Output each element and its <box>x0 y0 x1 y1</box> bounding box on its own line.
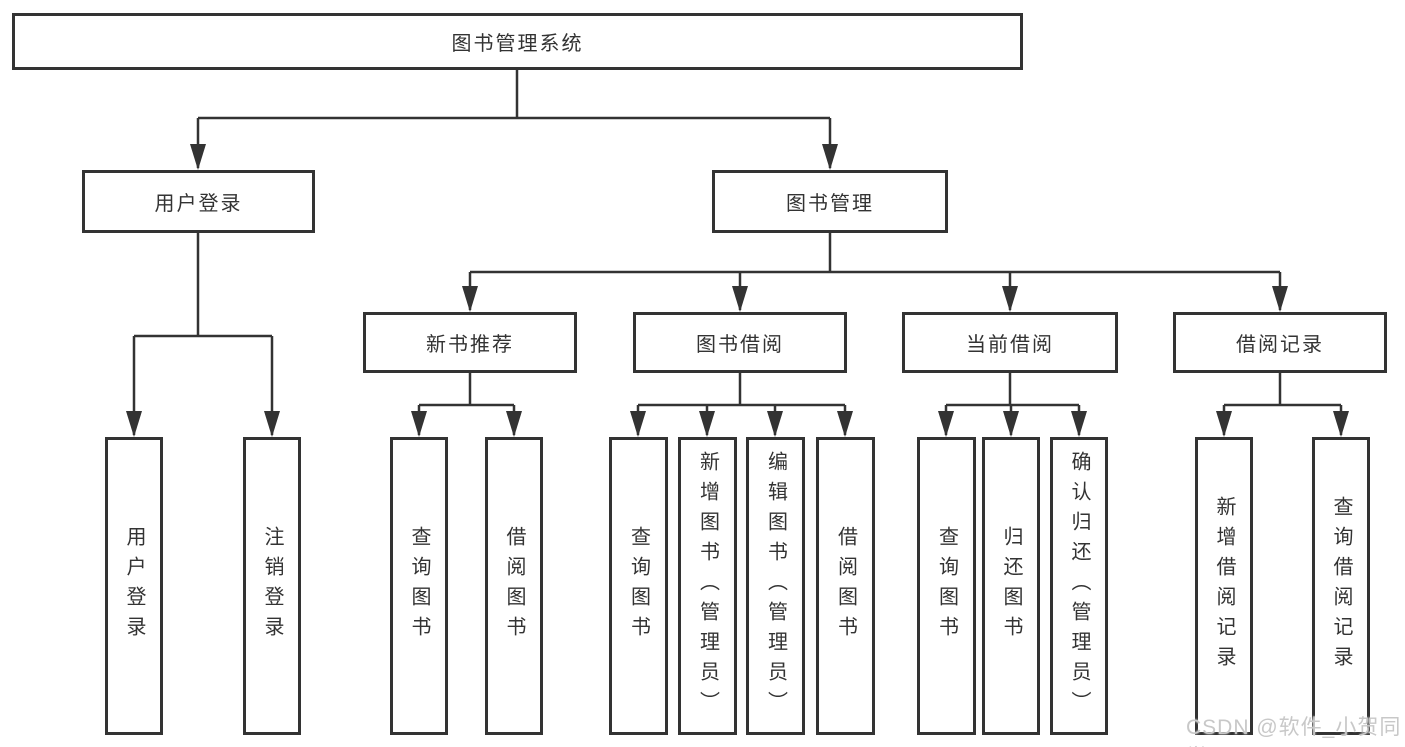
arrowheads <box>126 144 1349 437</box>
edge-book-mgmt-to-level3 <box>468 233 1282 310</box>
arrowhead <box>462 286 478 312</box>
leaf-newbooks-borrow-label: 借阅图书 <box>503 526 525 646</box>
leaf-borrow-borrow-label: 借阅图书 <box>834 526 857 646</box>
edge-root-to-level2 <box>196 70 832 168</box>
arrowhead <box>630 411 646 437</box>
leaf-newbooks-query-label: 查询图书 <box>408 526 430 646</box>
node-root-label: 图书管理系统 <box>451 33 584 55</box>
arrowhead <box>837 411 853 437</box>
leaf-current-confirm-label: 确认归还（管理员） <box>1068 451 1090 721</box>
leaf-newbooks-query: 查询图书 <box>390 437 448 735</box>
leaf-records-query-label: 查询借阅记录 <box>1330 496 1352 676</box>
leaf-borrow-edit-label: 编辑图书（管理员） <box>764 451 787 721</box>
leaf-current-confirm: 确认归还（管理员） <box>1050 437 1108 735</box>
arrowhead <box>1003 411 1019 437</box>
leaf-logout: 注销登录 <box>243 437 301 735</box>
node-root: 图书管理系统 <box>12 13 1023 70</box>
arrowhead <box>1216 411 1232 437</box>
node-user-login-label: 用户登录 <box>154 193 243 215</box>
leaf-borrow-add-label: 新增图书（管理员） <box>696 451 719 721</box>
leaf-borrow-borrow: 借阅图书 <box>816 437 875 735</box>
leaf-logout-label: 注销登录 <box>261 526 283 646</box>
arrowhead <box>1333 411 1349 437</box>
arrowhead <box>506 411 522 437</box>
arrowhead <box>699 411 715 437</box>
edge-user-login-to-leaves <box>132 233 274 435</box>
leaf-borrow-query-label: 查询图书 <box>627 526 650 646</box>
node-new-books: 新书推荐 <box>363 312 577 373</box>
arrowhead <box>1272 286 1288 312</box>
csdn-watermark: CSDN @软件_小贺同学 <box>1186 716 1402 747</box>
connector-paths <box>132 70 1343 435</box>
leaf-newbooks-borrow: 借阅图书 <box>485 437 543 735</box>
node-book-borrow-label: 图书借阅 <box>696 334 784 356</box>
leaf-records-query: 查询借阅记录 <box>1312 437 1370 735</box>
leaf-current-query: 查询图书 <box>917 437 976 735</box>
node-book-mgmt: 图书管理 <box>712 170 948 233</box>
leaf-records-add-label: 新增借阅记录 <box>1213 496 1235 676</box>
node-new-books-label: 新书推荐 <box>426 334 514 356</box>
leaf-records-add: 新增借阅记录 <box>1195 437 1253 735</box>
arrowhead <box>767 411 783 437</box>
arrowhead <box>1071 411 1087 437</box>
node-book-mgmt-label: 图书管理 <box>786 193 874 215</box>
leaf-borrow-edit: 编辑图书（管理员） <box>746 437 805 735</box>
node-book-borrow: 图书借阅 <box>633 312 847 373</box>
leaf-current-return-label: 归还图书 <box>1000 526 1022 646</box>
edge-borrow-records-to-leaves <box>1222 373 1343 435</box>
arrowhead <box>190 144 206 170</box>
leaf-user-login-label: 用户登录 <box>123 526 145 646</box>
node-current-borrow-label: 当前借阅 <box>966 334 1054 356</box>
arrowhead <box>938 411 954 437</box>
arrowhead <box>732 286 748 312</box>
leaf-user-login: 用户登录 <box>105 437 163 735</box>
arrowhead <box>126 411 142 437</box>
leaf-current-query-label: 查询图书 <box>935 526 958 646</box>
leaf-borrow-add: 新增图书（管理员） <box>678 437 737 735</box>
arrowhead <box>411 411 427 437</box>
arrowhead <box>1002 286 1018 312</box>
leaf-borrow-query: 查询图书 <box>609 437 668 735</box>
arrowhead <box>264 411 280 437</box>
arrowhead <box>822 144 838 170</box>
node-current-borrow: 当前借阅 <box>902 312 1118 373</box>
node-user-login: 用户登录 <box>82 170 315 233</box>
node-borrow-records: 借阅记录 <box>1173 312 1387 373</box>
node-borrow-records-label: 借阅记录 <box>1236 334 1324 356</box>
edge-book-borrow-to-leaves <box>636 373 847 435</box>
leaf-current-return: 归还图书 <box>982 437 1040 735</box>
edge-new-books-to-leaves <box>417 373 516 435</box>
